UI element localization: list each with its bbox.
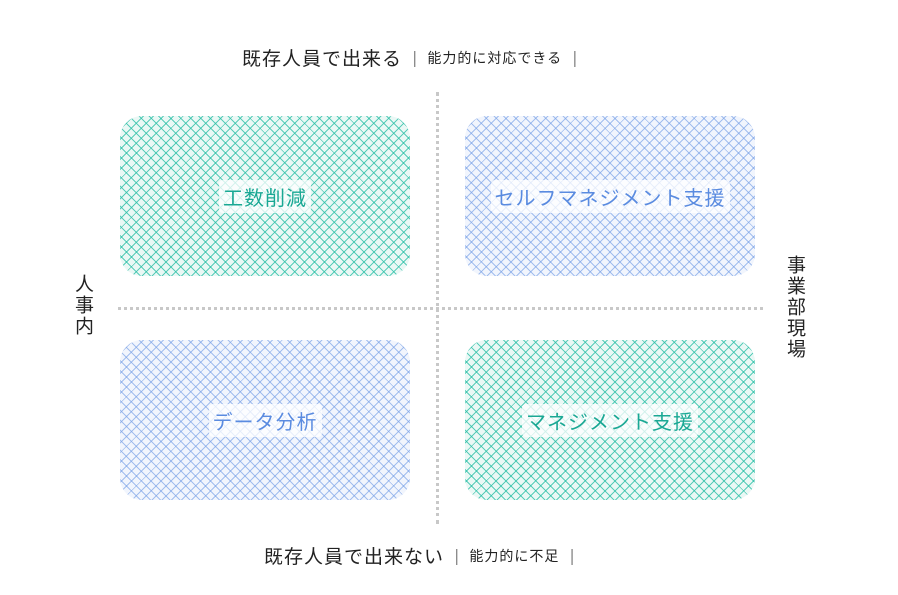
quadrant-bottom-right: マネジメント支援 <box>465 340 755 500</box>
quadrant-label: セルフマネジメント支援 <box>490 179 730 213</box>
quadrant-label: データ分析 <box>208 403 322 437</box>
quadrant-top-right: セルフマネジメント支援 <box>465 116 755 276</box>
horizontal-axis-divider <box>118 307 763 310</box>
bottom-axis-main: 既存人員で出来ない <box>264 546 445 568</box>
top-axis-label: 既存人員で出来る | 能力的に対応できる | <box>242 44 588 71</box>
quadrant-bottom-left: データ分析 <box>120 340 410 500</box>
bottom-axis-label: 既存人員で出来ない | 能力的に不足 | <box>264 542 585 569</box>
right-axis-label: 事業部現場 <box>784 255 806 360</box>
separator: | <box>572 48 578 67</box>
quadrant-label: 工数削減 <box>219 179 311 213</box>
top-axis-main: 既存人員で出来る <box>242 48 403 70</box>
quadrant-label: マネジメント支援 <box>522 403 698 437</box>
quadrant-top-left: 工数削減 <box>120 116 410 276</box>
top-axis-sub: 能力的に対応できる <box>427 50 563 67</box>
separator: | <box>569 546 575 565</box>
left-axis-label: 人事内 <box>72 274 94 337</box>
separator: | <box>412 48 418 67</box>
vertical-axis-divider <box>436 92 439 524</box>
bottom-axis-sub: 能力的に不足 <box>469 548 560 565</box>
separator: | <box>454 546 460 565</box>
